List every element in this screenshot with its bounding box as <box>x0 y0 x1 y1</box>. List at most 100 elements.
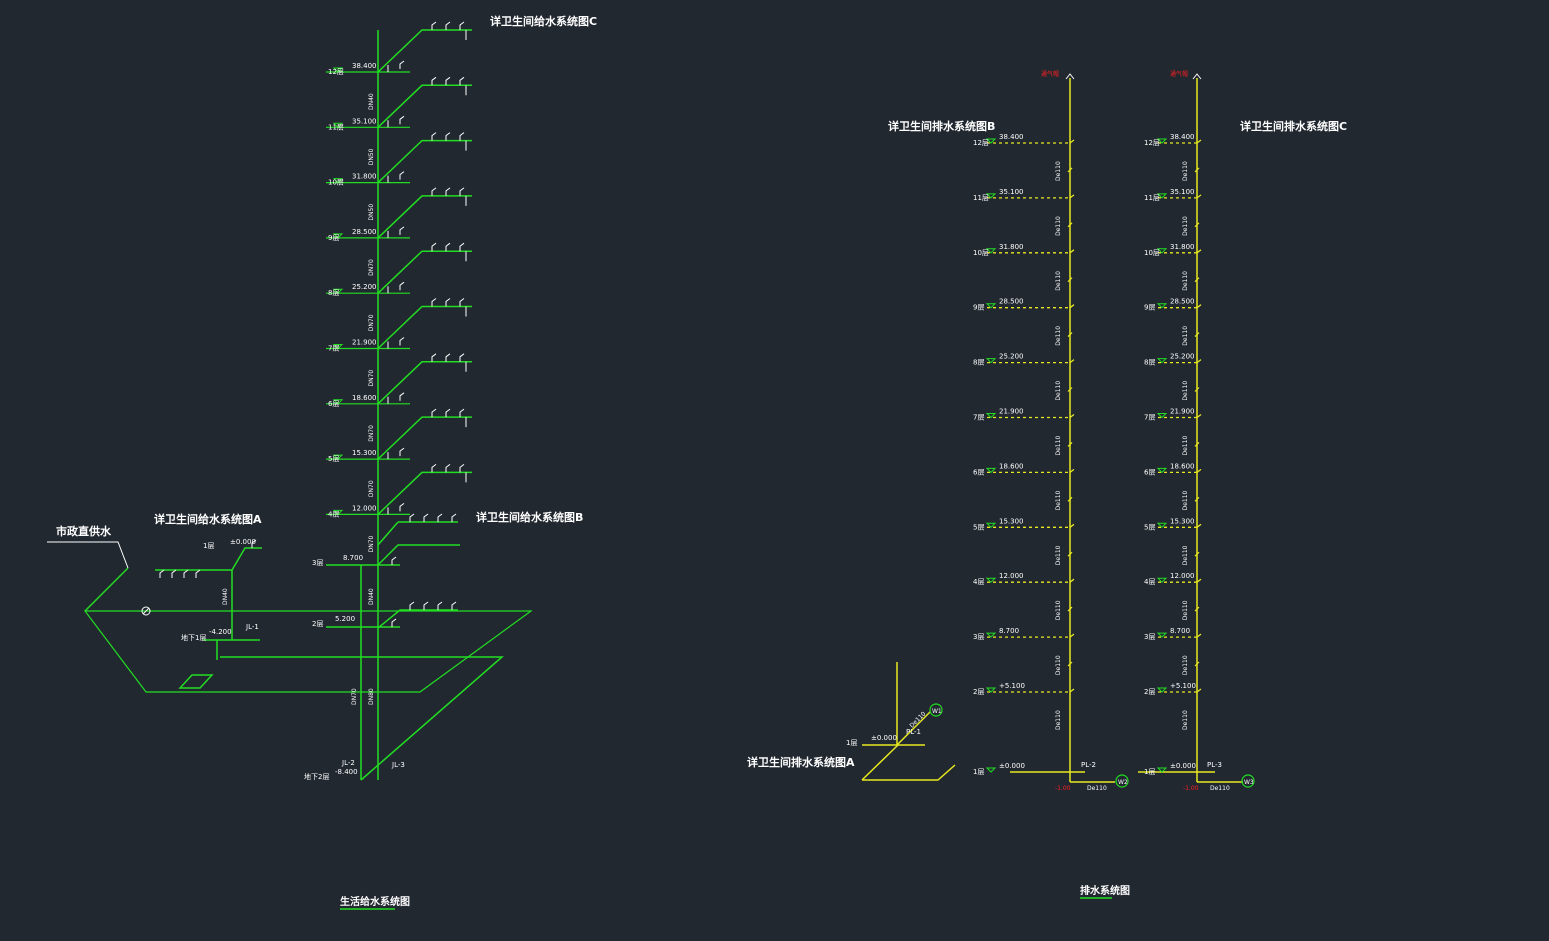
supply-riser-main2-label: DN80 <box>368 688 375 705</box>
supply-branch-pipe <box>377 250 472 294</box>
elevation-marker-icon <box>1156 767 1168 773</box>
outlet-w3-icon <box>1241 774 1255 788</box>
drain-branch-end-b <box>1069 249 1075 254</box>
drain-floor-elevation-b: 18.600 <box>999 462 1024 470</box>
drain-floor-label-c: 1层 <box>1144 768 1155 776</box>
elevation-marker-icon <box>1156 193 1168 199</box>
supply-riser-size: DN70 <box>368 425 375 442</box>
drain-stack-size-c: De110 <box>1182 490 1189 510</box>
drain-cleanout-c <box>1194 606 1200 612</box>
supply-floor2-elev: 5.200 <box>335 615 355 623</box>
supply-riser-size: DN50 <box>368 148 375 165</box>
drain-floor-label-b: 3层 <box>973 633 984 641</box>
drain-a-branch <box>896 711 931 746</box>
elevation-marker-icon <box>985 632 997 638</box>
drain-branch-end-c <box>1196 523 1202 528</box>
drain-cleanout-c <box>1194 441 1200 447</box>
drain-red-elev-b: -1.00 <box>1055 785 1071 792</box>
supply-floor-elevation: 38.400 <box>352 62 377 70</box>
faucet-icon <box>431 298 437 307</box>
faucet-icon <box>459 242 465 252</box>
drain-branch-end-c <box>1196 413 1202 419</box>
faucet-icon <box>431 76 437 86</box>
drain-cleanout-b <box>1067 222 1073 228</box>
elevation-marker-icon <box>985 358 997 364</box>
drain-cleanout-b <box>1067 496 1073 502</box>
drain-floor-label-b: 6层 <box>973 468 984 476</box>
drain-floor-elevation-c: 25.200 <box>1170 353 1195 361</box>
supply-riser-size: DN70 <box>368 535 375 552</box>
supply-riser-size: DN50 <box>368 204 375 221</box>
drain-floor-elevation-b: 21.900 <box>999 408 1024 416</box>
drain-floor-label-b: 2层 <box>973 688 984 696</box>
supply-basement-label: 地下1层 <box>181 633 206 642</box>
faucet-icon <box>445 408 451 418</box>
supply-riser-a-label: DN40 <box>222 588 229 605</box>
supply-title-c: 详卫生间给水系统图C <box>490 14 597 28</box>
elevation-marker-icon <box>1156 577 1168 583</box>
drain-cleanout-b <box>1067 551 1073 557</box>
vent-cap-icon <box>1065 73 1075 80</box>
supply-floor-label: 5层 <box>328 455 339 463</box>
drain-branch-end-c <box>1196 468 1202 473</box>
faucet-icon <box>399 171 405 180</box>
drain-tag-pl1: PL-1 <box>906 728 921 736</box>
drain-stack-size-c: De110 <box>1182 545 1189 565</box>
drain-floor-label-b: 1层 <box>973 768 984 776</box>
supply-fixtures <box>159 21 465 627</box>
drain-stack-size-b: De110 <box>1055 436 1062 456</box>
drain-cleanout-c <box>1194 277 1200 283</box>
supply-lower-pipes <box>83 30 533 781</box>
drain-floor-label-c: 4层 <box>1144 578 1155 586</box>
drain-floor-label-b: 7层 <box>973 414 984 422</box>
supply-floor-elevation: 21.900 <box>352 339 377 347</box>
drain-cleanout-b <box>1067 661 1073 667</box>
elevation-marker-icon <box>332 67 344 73</box>
elevation-marker-icon <box>1156 413 1168 419</box>
drain-cleanout-b <box>1067 332 1073 338</box>
drain-branch-end-b <box>1069 413 1075 419</box>
drain-floor-elevation-c: 15.300 <box>1170 517 1195 525</box>
supply-riser-size: DN70 <box>368 370 375 387</box>
drain-floor-elevation-b: 35.100 <box>999 188 1024 196</box>
drain-branch-end-c <box>1196 304 1202 309</box>
drain-floor-elevation-c: 18.600 <box>1170 462 1195 470</box>
supply-riser-size: DN70 <box>368 259 375 276</box>
elevation-marker-icon <box>1156 303 1168 309</box>
supply-title-a: 详卫生间给水系统图A <box>154 512 262 526</box>
faucet-icon <box>459 353 465 362</box>
drain-title-a: 详卫生间排水系统图A <box>747 755 855 769</box>
faucet-icon <box>431 132 437 141</box>
faucet-icon <box>459 21 465 30</box>
drain-branch-end-b <box>1069 688 1075 693</box>
drain-floor-label-c: 10层 <box>1144 249 1160 257</box>
faucet-icon <box>431 408 437 418</box>
drain-branch-end-b <box>1069 194 1075 199</box>
supply-municipal-leader <box>47 541 151 616</box>
supply-floor-elevation: 15.300 <box>352 449 377 457</box>
elevation-marker-icon <box>332 399 344 405</box>
drain-cleanout-c <box>1194 551 1200 557</box>
drain-branch-end-c <box>1196 359 1202 364</box>
supply-floor-label: 11层 <box>328 123 344 131</box>
drain-floor-elevation-c: 8.700 <box>1170 627 1190 635</box>
faucet-icon <box>399 447 405 457</box>
drain-branch-end-c <box>1196 194 1202 199</box>
supply-riser-size: DN70 <box>368 314 375 331</box>
supply-floor2-label: 2层 <box>312 620 323 628</box>
drain-floor-elevation-b: 12.000 <box>999 572 1024 580</box>
faucet-icon <box>399 392 405 401</box>
supply-branch-pipe <box>377 84 472 128</box>
drain-stack-size-c: De110 <box>1182 216 1189 236</box>
drain-floor-label-b: 10层 <box>973 249 989 257</box>
drain-floor-label-b: 12层 <box>973 139 989 147</box>
supply-meter-box <box>178 674 214 689</box>
supply-riser-size: DN40 <box>368 93 375 110</box>
supply-floor3-elev: 8.700 <box>343 554 363 562</box>
